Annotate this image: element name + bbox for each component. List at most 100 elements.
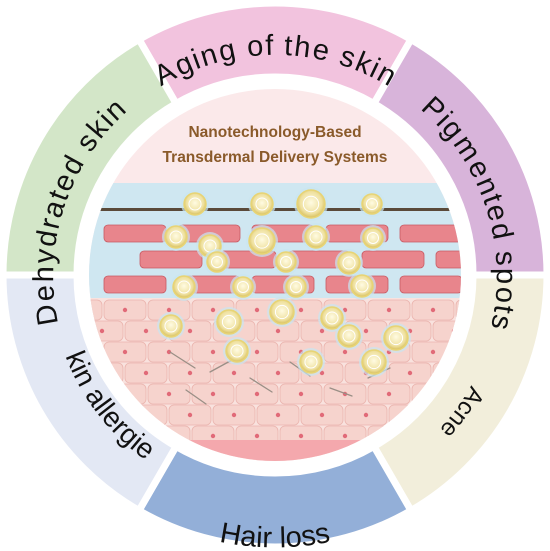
cell-nucleus (210, 433, 216, 439)
nanoparticle-core (164, 319, 178, 333)
nanoparticle-core (325, 311, 339, 325)
label-hair-loss: Hair loss (218, 517, 333, 551)
nanoparticle (269, 299, 295, 325)
cell-nucleus (143, 370, 149, 376)
nanoparticle (350, 274, 374, 298)
cell-nucleus (386, 391, 392, 397)
nanoparticle-core (366, 198, 378, 210)
cell-nucleus (407, 370, 413, 376)
cell-nucleus (187, 328, 193, 334)
nanoparticle (159, 314, 183, 338)
title-line-2: Transdermal Delivery Systems (163, 149, 388, 166)
nanoparticle (206, 251, 228, 273)
nanoparticle-core (388, 330, 404, 346)
cell-nucleus (231, 412, 237, 418)
segment-dehydrated-skin (0, 34, 181, 279)
nanoparticle-core (211, 256, 223, 268)
cell-nucleus (122, 307, 128, 313)
nanoparticle-core (355, 279, 369, 293)
nanoparticle (296, 189, 326, 219)
nanoparticle-core (230, 344, 244, 358)
nanoparticle-core (221, 314, 237, 330)
nanoparticle-core (342, 256, 356, 270)
cell-nucleus (99, 328, 105, 334)
skin-cell (455, 299, 461, 321)
nanoparticle (183, 192, 207, 216)
nanoparticle-core (290, 281, 302, 293)
nanoparticle (172, 275, 196, 299)
cell-nucleus (254, 307, 260, 313)
cell-nucleus (298, 307, 304, 313)
cell-nucleus (275, 328, 281, 334)
nanoparticle (164, 225, 188, 249)
nanoparticle (248, 227, 276, 255)
cell-nucleus (143, 328, 149, 334)
nanoparticle-core (274, 304, 290, 320)
cell-nucleus (254, 433, 260, 439)
cell-nucleus (210, 307, 216, 313)
nanoparticle (299, 350, 323, 374)
nanoparticle (337, 251, 361, 275)
corneocyte-brick (103, 275, 167, 294)
nanoparticle (232, 276, 254, 298)
nanoparticle-core (342, 329, 356, 343)
cell-nucleus (122, 349, 128, 355)
nanoparticle-core (366, 354, 382, 370)
nanoparticles (157, 187, 411, 377)
cell-nucleus (254, 391, 260, 397)
nanoparticle (225, 339, 249, 363)
fiber-stick (209, 359, 233, 373)
cell-nucleus (363, 328, 369, 334)
nanoparticle (337, 324, 361, 348)
cell-nucleus (231, 370, 237, 376)
fiber-stick (185, 389, 207, 405)
cell-nucleus (187, 412, 193, 418)
cell-nucleus (342, 349, 348, 355)
nanoparticle-core (169, 230, 183, 244)
cell-nucleus (254, 349, 260, 355)
corneocyte-brick (435, 250, 461, 269)
cell-nucleus (319, 370, 325, 376)
corneocyte-brick (139, 250, 203, 269)
nanoparticle (361, 193, 383, 215)
nanoparticle-core (309, 230, 323, 244)
nanoparticle-core (254, 233, 270, 249)
cell-nucleus (210, 391, 216, 397)
nanoparticle (304, 225, 328, 249)
corneocyte-brick (399, 275, 461, 294)
corneocyte-brick (361, 250, 425, 269)
fiber-stick (169, 351, 196, 369)
nanoparticle-core (304, 355, 318, 369)
cell-nucleus (166, 349, 172, 355)
nanoparticle (361, 349, 387, 375)
cell-nucleus (298, 391, 304, 397)
cell-nucleus (430, 307, 436, 313)
fiber-stick (329, 387, 353, 397)
cell-nucleus (319, 412, 325, 418)
fiber-stick (249, 377, 273, 393)
title-line-1: Nanotechnology-Based (188, 124, 361, 141)
cell-nucleus (298, 433, 304, 439)
nanoparticle (383, 325, 409, 351)
nanoparticle-core (177, 280, 191, 294)
cell-nucleus (166, 391, 172, 397)
corneocyte-brick (103, 224, 167, 243)
cell-nucleus (342, 433, 348, 439)
cell-nucleus (386, 307, 392, 313)
cell-nucleus (430, 349, 436, 355)
nanoparticle (216, 309, 242, 335)
cell-nucleus (275, 412, 281, 418)
nanoparticle (320, 306, 344, 330)
nanoparticle-core (188, 197, 202, 211)
nanoparticle-core (367, 232, 379, 244)
nanoparticle-core (237, 281, 249, 293)
nanoparticle (250, 192, 274, 216)
cell-nucleus (187, 370, 193, 376)
cell-nucleus (275, 370, 281, 376)
nanoparticle (362, 227, 384, 249)
corneocyte-brick (399, 224, 461, 243)
skin-surface-line (89, 208, 461, 211)
